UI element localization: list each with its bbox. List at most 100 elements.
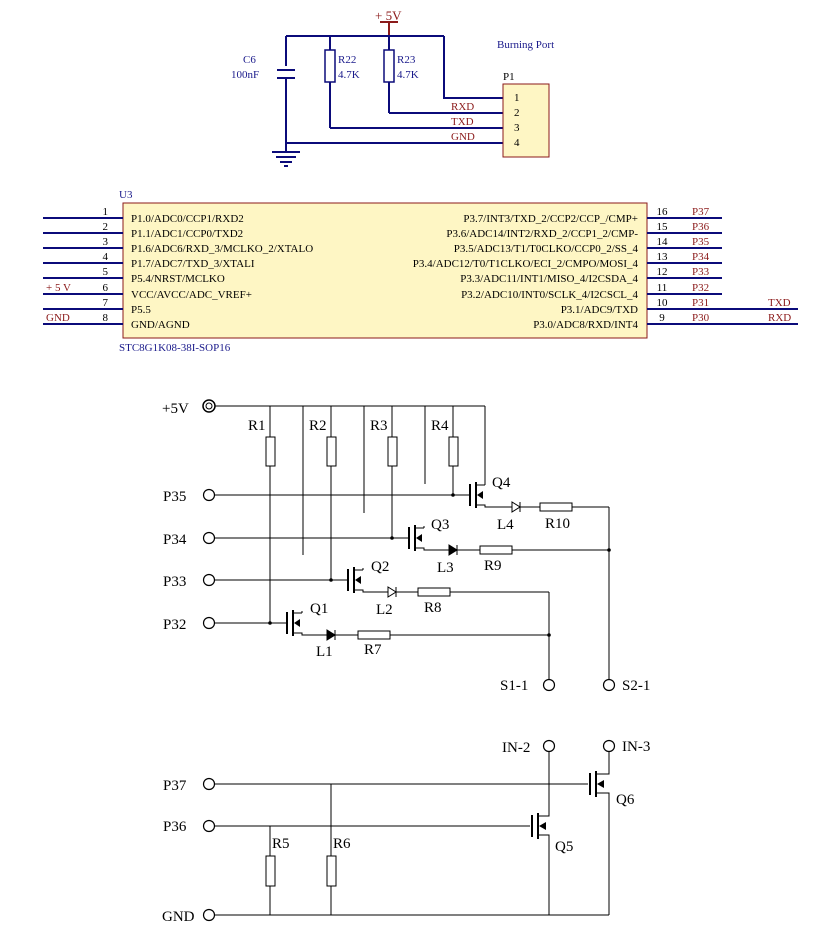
net-txd: TXD bbox=[451, 116, 474, 128]
p37-label: P37 bbox=[163, 778, 187, 794]
mcu-right-net-label: P30 bbox=[692, 312, 710, 324]
mcu-pin-name: P3.5/ADC13/T1/T0CLKO/CCP0_2/SS_4 bbox=[454, 243, 639, 255]
mcu-left-net-label: GND bbox=[46, 312, 70, 324]
resistor-r6 bbox=[326, 855, 337, 887]
mcu-pin-name: P3.7/INT3/TXD_2/CCP2/CCP_/CMP+ bbox=[463, 213, 638, 225]
transistor-label: Q4 bbox=[492, 475, 511, 491]
mcu-pin-name: P3.3/ADC11/INT1/MISO_4/I2CSDA_4 bbox=[460, 273, 638, 285]
led-diode bbox=[326, 629, 336, 641]
series-resistor bbox=[357, 630, 391, 640]
mcu-ext-net-label: TXD bbox=[768, 297, 791, 309]
in2-label: IN-2 bbox=[502, 740, 530, 756]
mcu-left-pins: 1P1.0/ADC0/CCP1/RXD22P1.1/ADC1/CCP0/TXD2… bbox=[43, 206, 313, 331]
in3-terminal bbox=[602, 739, 616, 753]
input-label: P35 bbox=[163, 489, 186, 505]
mcu-pin-number: 3 bbox=[103, 236, 109, 248]
pullup-label: R4 bbox=[431, 418, 449, 434]
transistor-label: Q2 bbox=[371, 559, 389, 575]
pullup-resistor bbox=[448, 436, 459, 467]
mcu-pin-name: VCC/AVCC/ADC_VREF+ bbox=[131, 289, 252, 301]
input-label: P32 bbox=[163, 617, 186, 633]
p37-terminal bbox=[202, 777, 216, 791]
mcu-pin-number: 2 bbox=[103, 221, 109, 233]
pullup-label: R3 bbox=[370, 418, 388, 434]
led-diode bbox=[448, 544, 458, 556]
led-label: L3 bbox=[437, 560, 454, 576]
mcu-pin-name: P3.0/ADC8/RXD/INT4 bbox=[533, 319, 638, 331]
mcu-pin-number: 7 bbox=[103, 297, 109, 309]
mcu-right-net-label: P36 bbox=[692, 221, 710, 233]
led-diode bbox=[387, 586, 397, 598]
s2-label: S2-1 bbox=[622, 678, 650, 694]
mcu-pin-number: 13 bbox=[657, 251, 669, 263]
mcu-right-net-label: P37 bbox=[692, 206, 710, 218]
led-label: L1 bbox=[316, 644, 333, 660]
pullup-label: R1 bbox=[248, 418, 266, 434]
driver-vcc-label: +5V bbox=[162, 401, 189, 417]
p1-pin-3: 3 bbox=[514, 122, 520, 134]
input-terminal bbox=[202, 488, 216, 502]
in3-label: IN-3 bbox=[622, 739, 650, 755]
mcu-part: STC8G1K08-38I-SOP16 bbox=[119, 342, 231, 354]
series-resistor-label: R8 bbox=[424, 600, 442, 616]
mcu-pin-name: GND/AGND bbox=[131, 319, 190, 331]
series-resistor-label: R10 bbox=[545, 516, 570, 532]
mcu-pin-number: 9 bbox=[659, 312, 665, 324]
mcu-pin-number: 12 bbox=[657, 266, 668, 278]
mcu-left-net-label: + 5 V bbox=[46, 282, 71, 294]
wire-pin1 bbox=[443, 36, 503, 99]
mcu-ext-net-label: RXD bbox=[768, 312, 791, 324]
r22-value: 4.7K bbox=[338, 69, 360, 81]
c6-value: 100nF bbox=[231, 69, 259, 81]
burning-port-title: Burning Port bbox=[497, 39, 554, 51]
transistor-label: Q3 bbox=[431, 517, 449, 533]
mcu-pin-number: 5 bbox=[103, 266, 109, 278]
series-resistor-label: R9 bbox=[484, 558, 502, 574]
series-resistor-label: R7 bbox=[364, 642, 382, 658]
mcu-pin-number: 10 bbox=[657, 297, 669, 309]
led-label: L2 bbox=[376, 602, 393, 618]
p1-pin-1: 1 bbox=[514, 92, 520, 104]
s1-label: S1-1 bbox=[500, 678, 528, 694]
mcu-pin-name: P3.4/ADC12/T0/T1CLKO/ECI_2/CMPO/MOSI_4 bbox=[413, 258, 639, 270]
mcu-body bbox=[122, 202, 648, 339]
mcu-right-net-label: P34 bbox=[692, 251, 710, 263]
s2-terminal bbox=[602, 678, 616, 692]
transistor-label: Q1 bbox=[310, 601, 328, 617]
pullup-resistor bbox=[387, 436, 398, 467]
r22-ref: R22 bbox=[338, 54, 356, 66]
pullup-resistor bbox=[265, 436, 276, 467]
input-label: P33 bbox=[163, 574, 186, 590]
pullup-resistor bbox=[326, 436, 337, 467]
mcu-pin-name: P5.5 bbox=[131, 304, 151, 316]
fet-arrow bbox=[355, 576, 361, 584]
gnd-label: GND bbox=[162, 909, 195, 925]
mcu-section: U3 STC8G1K08-38I-SOP16 1P1.0/ADC0/CCP1/R… bbox=[43, 189, 798, 354]
resistor-r23 bbox=[383, 49, 395, 83]
s1-terminal bbox=[542, 678, 556, 692]
mcu-pin-name: P3.2/ADC10/INT0/SCLK_4/I2CSCL_4 bbox=[461, 289, 638, 301]
mcu-pin-number: 6 bbox=[103, 282, 109, 294]
led-label: L4 bbox=[497, 517, 514, 533]
in2-terminal bbox=[542, 739, 556, 753]
resistor-r5 bbox=[265, 855, 276, 887]
mcu-pin-number: 4 bbox=[103, 251, 109, 263]
mcu-pin-name: P3.1/ADC9/TXD bbox=[561, 304, 638, 316]
p1-pin-2: 2 bbox=[514, 107, 520, 119]
input-terminal bbox=[202, 531, 216, 545]
r23-value: 4.7K bbox=[397, 69, 419, 81]
p36-label: P36 bbox=[163, 819, 187, 835]
transistor-q5 bbox=[531, 752, 550, 915]
mcu-pin-number: 15 bbox=[657, 221, 669, 233]
input-terminal bbox=[202, 573, 216, 587]
r5-label: R5 bbox=[272, 836, 290, 852]
mcu-pin-number: 16 bbox=[657, 206, 669, 218]
mcu-pin-name: P1.0/ADC0/CCP1/RXD2 bbox=[131, 213, 244, 225]
p36-terminal bbox=[202, 819, 216, 833]
mcu-pin-name: P1.6/ADC6/RXD_3/MCLKO_2/XTALO bbox=[131, 243, 313, 255]
r6-label: R6 bbox=[333, 836, 351, 852]
